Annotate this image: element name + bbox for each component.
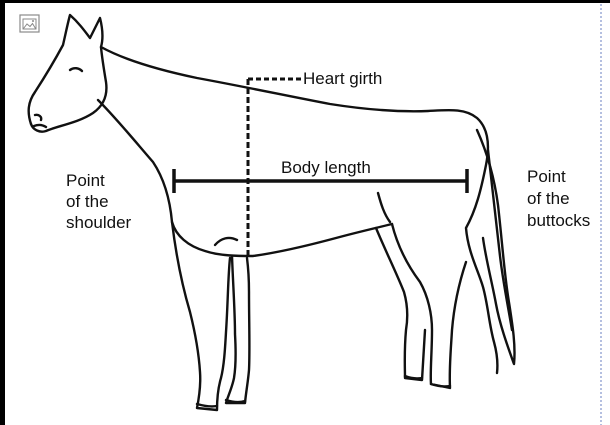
shoulder-label-line-1: Point xyxy=(66,171,105,190)
heart-girth-label: Heart girth xyxy=(303,69,382,88)
buttocks-label-line-1: Point xyxy=(527,167,566,186)
shoulder-label-line-2: of the xyxy=(66,192,109,211)
buttocks-label-line-3: buttocks xyxy=(527,211,590,230)
buttocks-label-line-2: of the xyxy=(527,189,570,208)
image-placeholder-icon xyxy=(20,15,39,32)
body-length-label: Body length xyxy=(281,158,371,177)
shoulder-label-line-3: shoulder xyxy=(66,213,132,232)
